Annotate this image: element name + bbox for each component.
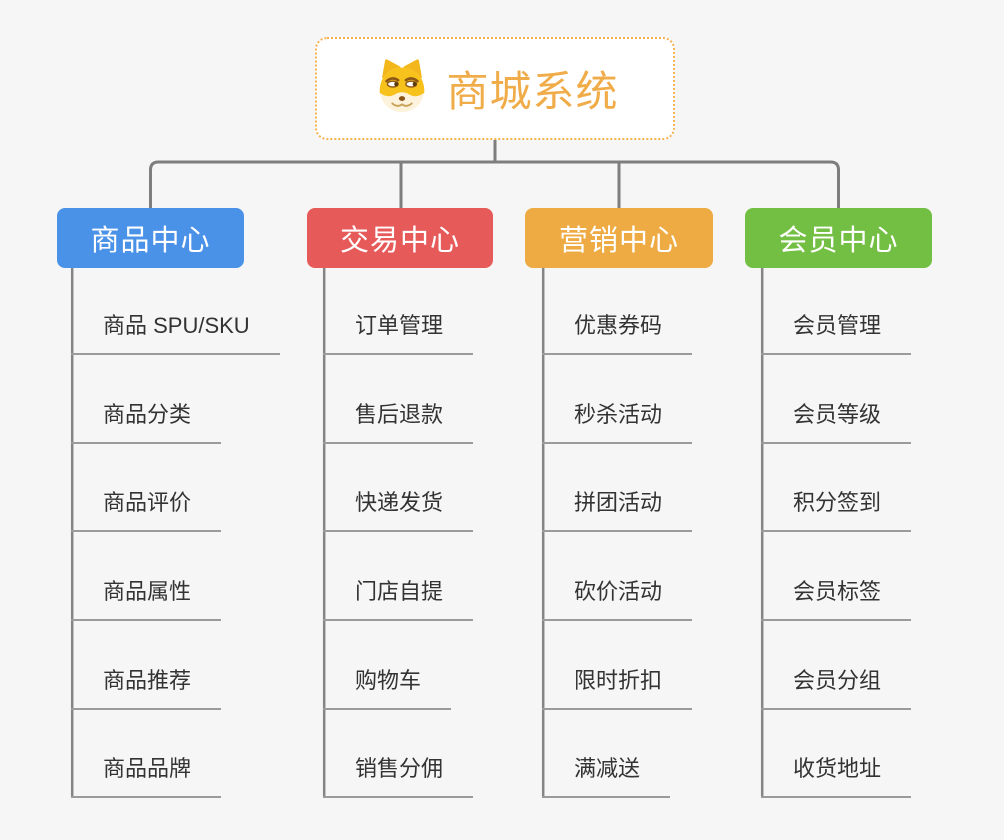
branch-node-trade-center[interactable]: 交易中心 [307,208,493,268]
leaf-node[interactable]: 优惠券码 [542,311,693,355]
root-title: 商城系统 [446,68,619,115]
leaf-node[interactable]: 门店自提 [323,577,474,621]
branch-label: 交易中心 [339,225,460,257]
leaf-node[interactable]: 商品评价 [71,488,222,532]
leaf-node[interactable]: 快递发货 [323,488,474,532]
branch-node-marketing-center[interactable]: 营销中心 [525,208,713,268]
leaf-node[interactable]: 拼团活动 [542,488,693,532]
branch-node-product-center[interactable]: 商品中心 [57,208,244,268]
leaf-node[interactable]: 砍价活动 [542,577,693,621]
leaf-node[interactable]: 购物车 [323,666,452,710]
leaf-node[interactable]: 会员标签 [761,577,912,621]
leaf-node[interactable]: 商品品牌 [71,754,222,798]
leaf-node[interactable]: 积分签到 [761,488,912,532]
doge-face-icon [371,55,433,122]
leaf-node[interactable]: 会员分组 [761,666,912,710]
leaf-node[interactable]: 会员等级 [761,400,912,444]
leaf-node[interactable]: 销售分佣 [323,754,474,798]
leaf-node[interactable]: 满减送 [542,754,671,798]
leaf-node[interactable]: 商品 SPU/SKU [71,311,280,355]
branch-node-member-center[interactable]: 会员中心 [745,208,932,268]
leaf-node[interactable]: 商品分类 [71,400,222,444]
leaf-node[interactable]: 收货地址 [761,754,912,798]
root-node[interactable]: 商城系统 [315,37,675,140]
leaf-node[interactable]: 商品属性 [71,577,222,621]
leaf-node[interactable]: 限时折扣 [542,666,693,710]
leaf-node[interactable]: 会员管理 [761,311,912,355]
leaf-node[interactable]: 订单管理 [323,311,474,355]
branch-label: 商品中心 [90,225,211,257]
branch-label: 会员中心 [778,225,899,257]
branch-label: 营销中心 [558,225,679,257]
leaf-node[interactable]: 商品推荐 [71,666,222,710]
leaf-node[interactable]: 售后退款 [323,400,474,444]
leaf-node[interactable]: 秒杀活动 [542,400,693,444]
